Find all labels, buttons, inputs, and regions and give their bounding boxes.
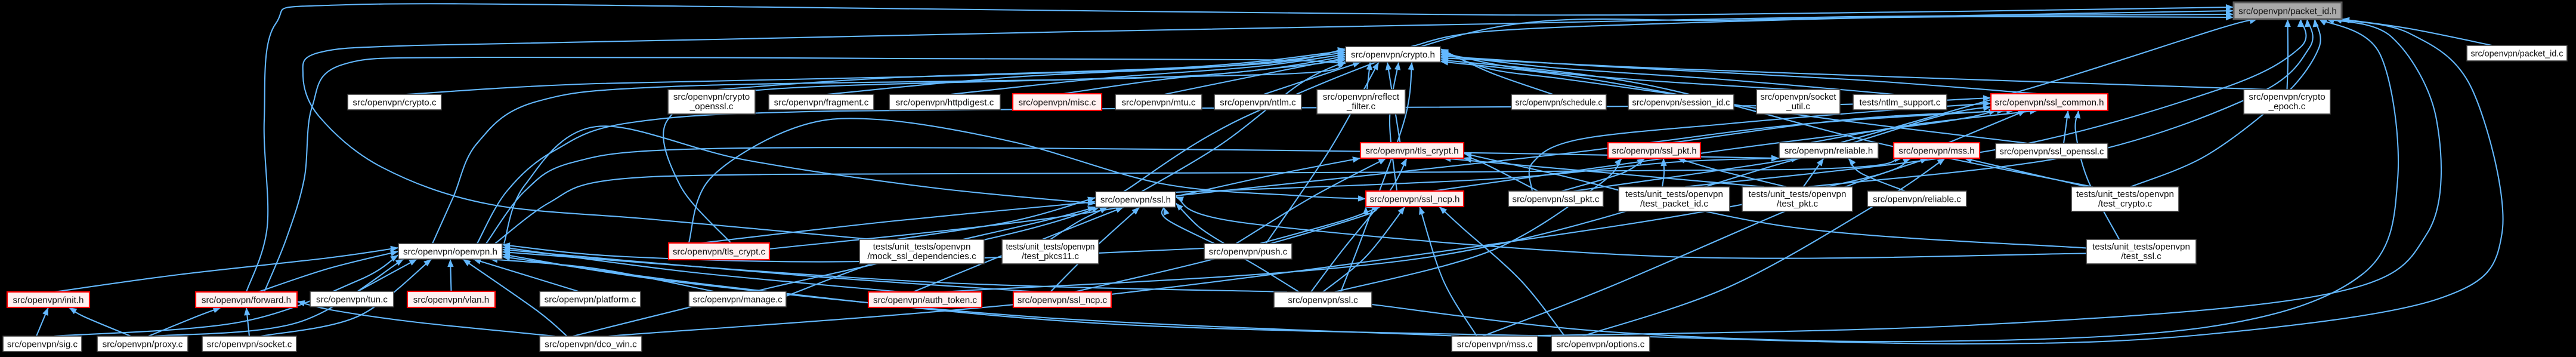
svg-text:src/openvpn/socket: src/openvpn/socket: [1761, 92, 1837, 102]
svg-text:src/openvpn/reliable.h: src/openvpn/reliable.h: [1785, 146, 1873, 156]
svg-text:tests/ntlm_support.c: tests/ntlm_support.c: [1860, 97, 1941, 107]
svg-text:src/openvpn/socket.c: src/openvpn/socket.c: [207, 339, 292, 349]
svg-text:tests/unit_tests/openvpn: tests/unit_tests/openvpn: [2092, 242, 2190, 252]
svg-text:src/openvpn/fragment.c: src/openvpn/fragment.c: [774, 97, 869, 107]
svg-text:_epoch.c: _epoch.c: [2268, 101, 2306, 112]
svg-text:_filter.c: _filter.c: [1346, 101, 1376, 112]
svg-text:src/openvpn/options.c: src/openvpn/options.c: [1557, 339, 1645, 349]
svg-text:src/openvpn/tls_crypt.c: src/openvpn/tls_crypt.c: [673, 247, 766, 257]
svg-text:src/openvpn/ssl_common.h: src/openvpn/ssl_common.h: [1995, 97, 2104, 107]
svg-text:/test_pkcs11.c: /test_pkcs11.c: [1022, 251, 1079, 261]
svg-text:tests/unit_tests/openvpn: tests/unit_tests/openvpn: [1625, 189, 1723, 199]
svg-text:src/openvpn/packet_id.h: src/openvpn/packet_id.h: [2238, 6, 2337, 16]
svg-text:src/openvpn/tun.c: src/openvpn/tun.c: [316, 294, 388, 304]
svg-text:src/openvpn/crypto: src/openvpn/crypto: [2249, 92, 2325, 102]
svg-text:src/openvpn/ssl.c: src/openvpn/ssl.c: [1288, 295, 1358, 305]
svg-text:src/openvpn/proxy.c: src/openvpn/proxy.c: [103, 339, 183, 349]
svg-text:src/openvpn/openvpn.h: src/openvpn/openvpn.h: [403, 247, 497, 257]
svg-text:src/openvpn/ntlm.c: src/openvpn/ntlm.c: [1220, 97, 1296, 107]
svg-text:src/openvpn/tls_crypt.h: src/openvpn/tls_crypt.h: [1365, 146, 1458, 156]
svg-text:src/openvpn/ssl_ncp.c: src/openvpn/ssl_ncp.c: [1018, 295, 1108, 305]
svg-text:src/openvpn/schedule.c: src/openvpn/schedule.c: [1516, 97, 1603, 107]
svg-text:/test_packet_id.c: /test_packet_id.c: [1640, 199, 1708, 209]
svg-text:src/openvpn/ssl_pkt.c: src/openvpn/ssl_pkt.c: [1513, 194, 1600, 204]
svg-text:src/openvpn/mtu.c: src/openvpn/mtu.c: [1121, 97, 1195, 107]
svg-text:src/openvpn/mss.c: src/openvpn/mss.c: [1457, 339, 1533, 349]
svg-text:src/openvpn/push.c: src/openvpn/push.c: [1209, 247, 1288, 257]
svg-text:src/openvpn/mss.h: src/openvpn/mss.h: [1898, 146, 1974, 156]
svg-text:src/openvpn/crypto.h: src/openvpn/crypto.h: [1351, 50, 1435, 60]
svg-text:_openssl.c: _openssl.c: [689, 101, 734, 112]
svg-text:src/openvpn/init.h: src/openvpn/init.h: [13, 295, 84, 305]
svg-text:src/openvpn/ssl_pkt.h: src/openvpn/ssl_pkt.h: [1612, 146, 1697, 156]
svg-text:tests/unit_tests/openvpn: tests/unit_tests/openvpn: [873, 242, 971, 252]
svg-text:src/openvpn/misc.c: src/openvpn/misc.c: [1019, 97, 1096, 107]
svg-text:/test_pkt.c: /test_pkt.c: [1777, 199, 1819, 209]
svg-text:tests/unit_tests/openvpn: tests/unit_tests/openvpn: [2076, 189, 2174, 199]
svg-text:src/openvpn/reliable.c: src/openvpn/reliable.c: [1873, 194, 1961, 204]
svg-text:src/openvpn/sig.c: src/openvpn/sig.c: [7, 339, 78, 349]
svg-text:src/openvpn/dco_win.c: src/openvpn/dco_win.c: [545, 339, 637, 349]
svg-text:/mock_ssl_dependencies.c: /mock_ssl_dependencies.c: [867, 251, 976, 261]
svg-text:/test_ssl.c: /test_ssl.c: [2121, 251, 2161, 261]
svg-text:src/openvpn/forward.h: src/openvpn/forward.h: [202, 295, 291, 305]
svg-text:src/openvpn/reflect: src/openvpn/reflect: [1323, 92, 1400, 102]
svg-text:src/openvpn/vlan.h: src/openvpn/vlan.h: [413, 295, 490, 305]
svg-text:tests/unit_tests/openvpn: tests/unit_tests/openvpn: [1006, 242, 1095, 252]
svg-text:src/openvpn/crypto.c: src/openvpn/crypto.c: [352, 97, 437, 107]
svg-text:src/openvpn/crypto: src/openvpn/crypto: [673, 92, 750, 102]
svg-text:src/openvpn/ssl_ncp.h: src/openvpn/ssl_ncp.h: [1370, 194, 1460, 204]
svg-text:tests/unit_tests/openvpn: tests/unit_tests/openvpn: [1749, 189, 1847, 199]
svg-text:src/openvpn/ssl.h: src/openvpn/ssl.h: [1100, 195, 1171, 205]
svg-text:src/openvpn/httpdigest.c: src/openvpn/httpdigest.c: [896, 97, 994, 107]
svg-text:src/openvpn/manage.c: src/openvpn/manage.c: [693, 294, 783, 304]
svg-text:src/openvpn/ssl_openssl.c: src/openvpn/ssl_openssl.c: [2000, 146, 2104, 156]
svg-text:/test_crypto.c: /test_crypto.c: [2098, 199, 2153, 209]
svg-text:src/openvpn/packet_id.c: src/openvpn/packet_id.c: [2471, 48, 2563, 59]
svg-text:src/openvpn/auth_token.c: src/openvpn/auth_token.c: [873, 295, 977, 305]
svg-text:_util.c: _util.c: [1786, 101, 1810, 112]
svg-text:src/openvpn/platform.c: src/openvpn/platform.c: [545, 294, 636, 304]
svg-text:src/openvpn/session_id.c: src/openvpn/session_id.c: [1632, 97, 1730, 107]
